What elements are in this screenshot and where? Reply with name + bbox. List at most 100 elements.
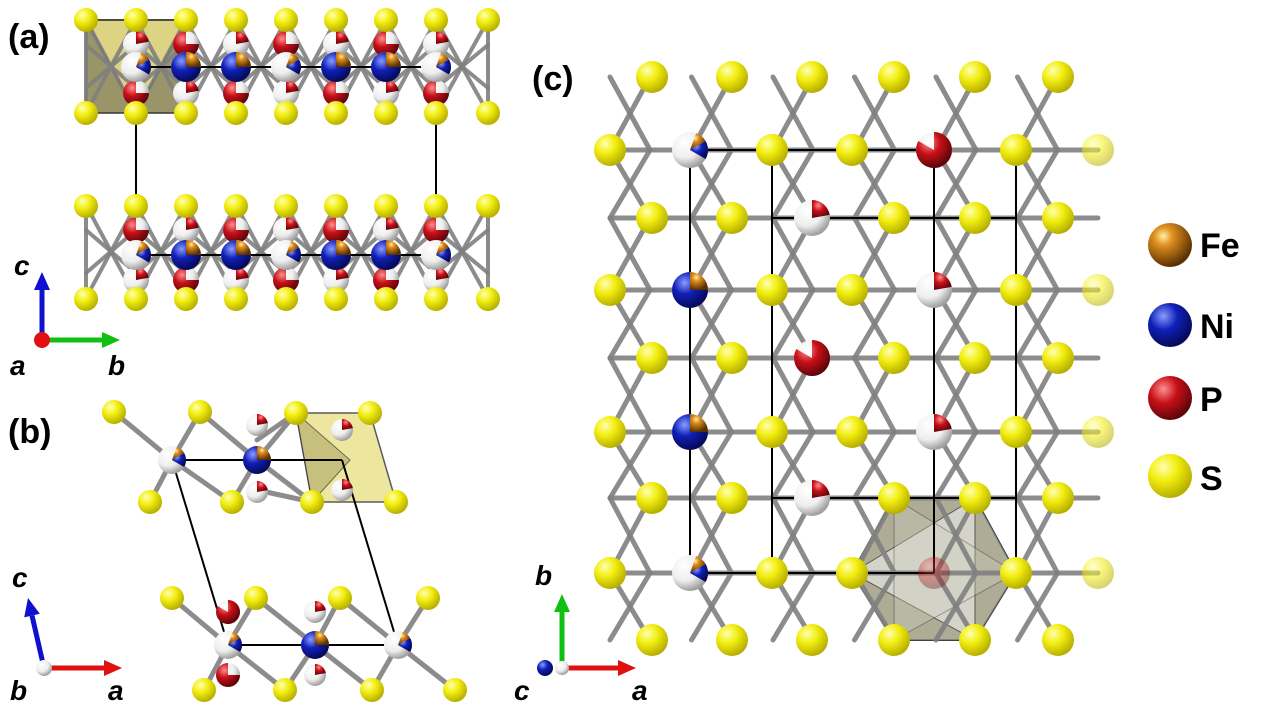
- sulfur-atom: [1082, 557, 1114, 589]
- axis-label-b-up: c: [12, 562, 28, 593]
- mixed-site-fraction: [123, 80, 149, 106]
- mixed-site-fraction: [690, 556, 706, 573]
- sulfur-atom: [1082, 134, 1114, 166]
- mixed-site-fraction: [690, 133, 706, 150]
- sulfur-atom: [124, 101, 148, 125]
- mixed-site-fraction: [223, 80, 249, 106]
- panel-label-c: (c): [532, 60, 574, 98]
- mixed-site-fraction: [336, 52, 351, 67]
- mixed-site-fraction: [136, 52, 149, 67]
- mixed-site-fraction: [323, 217, 349, 243]
- bond: [607, 287, 653, 361]
- sulfur-atom: [636, 202, 668, 234]
- mixed-site-fraction: [172, 453, 186, 467]
- mixed-site-fraction: [336, 240, 351, 255]
- mixed-site-fraction: [136, 267, 149, 280]
- sulfur-atom: [959, 61, 991, 93]
- mixed-site-fraction: [236, 240, 251, 255]
- mixed-site-fraction: [373, 31, 399, 57]
- sulfur-atom: [1082, 416, 1114, 448]
- bond: [852, 147, 897, 221]
- sulfur-atom: [878, 624, 910, 656]
- mixed-site-fraction: [436, 52, 449, 67]
- sulfur-atom: [756, 274, 788, 306]
- axis-a-head: [618, 660, 636, 676]
- polyhedra-layer: [84, 19, 1018, 641]
- sulfur-atom: [374, 287, 398, 311]
- mixed-site-fraction: [173, 31, 199, 57]
- sulfur-atom: [274, 194, 298, 218]
- sulfur-atom: [374, 8, 398, 32]
- mixed-site-fraction: [286, 80, 299, 93]
- axis-c-origin-dot: [537, 660, 553, 676]
- sulfur-atom: [324, 101, 348, 125]
- mixed-site-fraction: [436, 31, 449, 44]
- sulfur-atom: [124, 8, 148, 32]
- sulfur-atom: [1000, 274, 1032, 306]
- mixed-site-fraction: [223, 217, 249, 243]
- sulfur-atom: [244, 586, 268, 610]
- mixed-site-fraction: [423, 217, 449, 243]
- sulfur-atom: [274, 287, 298, 311]
- bond: [434, 43, 490, 90]
- sulfur-atom: [594, 416, 626, 448]
- sulfur-atom: [636, 482, 668, 514]
- sulfur-atom: [1042, 61, 1074, 93]
- axis-a-origin-dot: [34, 332, 50, 348]
- mixed-site-fraction: [934, 272, 952, 290]
- bond: [607, 429, 653, 501]
- bond: [1015, 570, 1060, 643]
- mixed-site-fraction: [286, 240, 299, 255]
- sulfur-atom: [636, 342, 668, 374]
- bond: [689, 429, 734, 501]
- sulfur-atom: [878, 482, 910, 514]
- mixed-site-fraction: [186, 240, 201, 255]
- bond: [933, 147, 979, 221]
- mixed-site-fraction: [315, 631, 329, 645]
- sulfur-atom: [74, 101, 98, 125]
- sulfur-atom: [416, 586, 440, 610]
- mixed-site-fraction: [216, 663, 240, 687]
- axis-b-head: [102, 332, 120, 348]
- axis-a-head: [104, 660, 122, 676]
- mixed-site-fraction: [315, 664, 326, 675]
- mixed-site-fraction: [934, 414, 952, 432]
- mixed-site-fraction: [423, 80, 449, 106]
- sulfur-atom: [878, 342, 910, 374]
- mixed-site-fraction: [186, 217, 199, 230]
- sulfur-atom: [274, 8, 298, 32]
- axis-b-head: [554, 594, 570, 612]
- bond: [607, 570, 653, 643]
- mixed-site-fraction: [257, 414, 268, 425]
- mixed-site-fraction: [386, 217, 399, 230]
- sulfur-atom: [1000, 134, 1032, 166]
- mixed-site-fraction: [916, 132, 953, 168]
- bond: [933, 287, 979, 361]
- sulfur-atom: [174, 8, 198, 32]
- sulfur-atom: [374, 194, 398, 218]
- sulfur-atom: [1000, 416, 1032, 448]
- sulfur-atom: [959, 342, 991, 374]
- mixed-site-fraction: [398, 638, 412, 652]
- sulfur-atom: [384, 490, 408, 514]
- sulfur-atom: [716, 624, 748, 656]
- sulfur-atom: [424, 101, 448, 125]
- sulfur-atom: [959, 482, 991, 514]
- sulfur-atom: [220, 490, 244, 514]
- mixed-site-fraction: [336, 267, 349, 280]
- mixed-site-fraction: [794, 340, 831, 376]
- mixed-site-fraction: [186, 52, 201, 67]
- mixed-site-fraction: [286, 217, 299, 230]
- sulfur-atom: [324, 194, 348, 218]
- mixed-site-fraction: [136, 31, 149, 44]
- legend-swatch-fe: [1148, 223, 1192, 267]
- sulfur-atom: [284, 401, 308, 425]
- mixed-site-fraction: [123, 217, 149, 243]
- sulfur-atom: [224, 8, 248, 32]
- axis-c-origin-dot: [555, 661, 569, 675]
- sulfur-atom: [716, 61, 748, 93]
- sulfur-atom: [836, 416, 868, 448]
- mixed-site-fraction: [236, 267, 249, 280]
- mixed-site-fraction: [315, 600, 326, 612]
- axis-label-c-right: a: [632, 675, 648, 706]
